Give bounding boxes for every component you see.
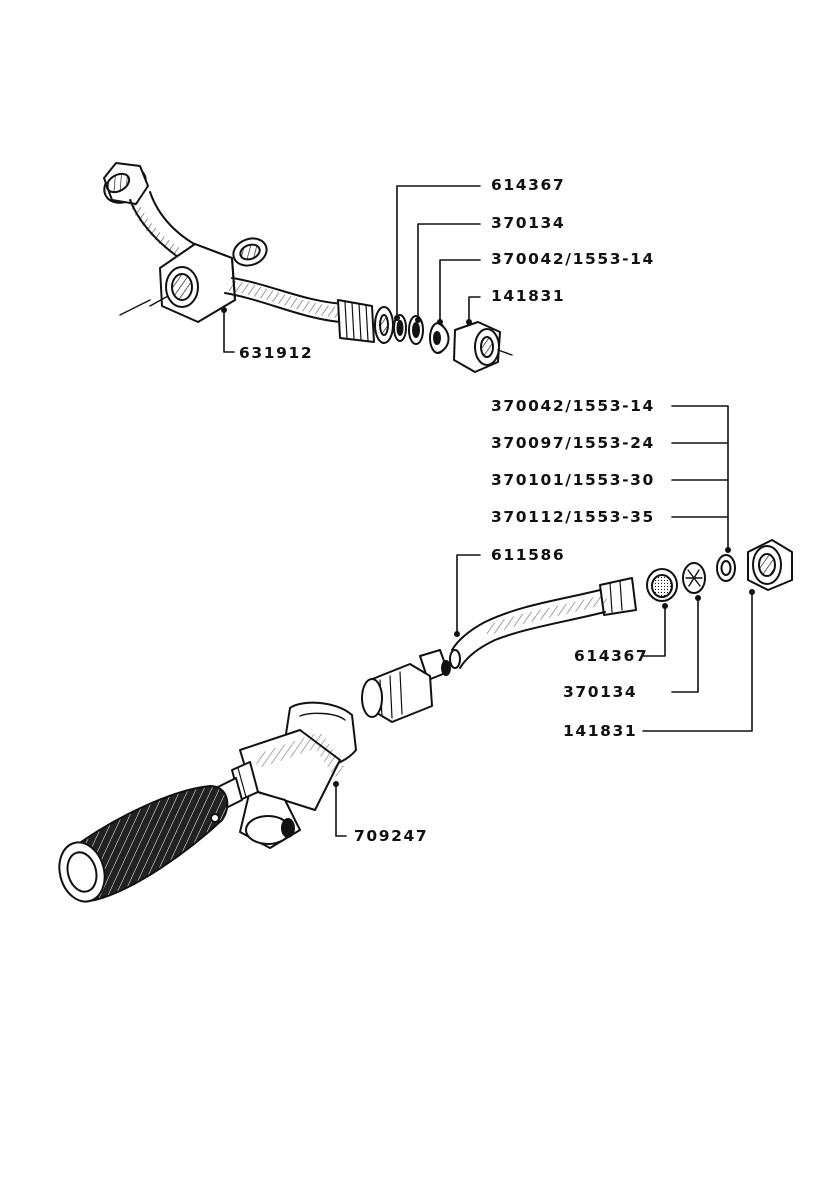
- callout-370134-top: 370134: [491, 216, 565, 232]
- washer-370134-bottom: [683, 563, 705, 593]
- callout-370042-top: 370042/1553-14: [491, 252, 655, 268]
- nut-141831-top: [454, 322, 512, 372]
- nut-141831-bottom: [748, 540, 792, 590]
- callout-370101: 370101/1553-30: [491, 473, 655, 489]
- callout-611586: 611586: [491, 548, 565, 564]
- nozzle-370042-top: [430, 323, 449, 353]
- callout-370042-bottom: 370042/1553-14: [491, 399, 655, 415]
- callout-370134-bottom: 370134: [563, 685, 637, 701]
- callout-141831-top: 141831: [491, 289, 565, 305]
- callout-709247: 709247: [354, 829, 428, 845]
- connector: [362, 650, 450, 722]
- callout-614367-top: 614367: [491, 178, 565, 194]
- nozzle-370042-bottom: [717, 555, 735, 581]
- callout-370112: 370112/1553-35: [491, 510, 655, 526]
- handle-grip: [53, 786, 227, 907]
- callout-631912: 631912: [239, 346, 313, 362]
- callout-370097: 370097/1553-24: [491, 436, 655, 452]
- valve-body-709247: [212, 703, 356, 848]
- callout-141831-bottom: 141831: [563, 724, 637, 740]
- callout-614367-bottom: 614367: [574, 649, 648, 665]
- t-fitting-631912: [98, 160, 393, 343]
- filter-614367-bottom: [647, 569, 677, 601]
